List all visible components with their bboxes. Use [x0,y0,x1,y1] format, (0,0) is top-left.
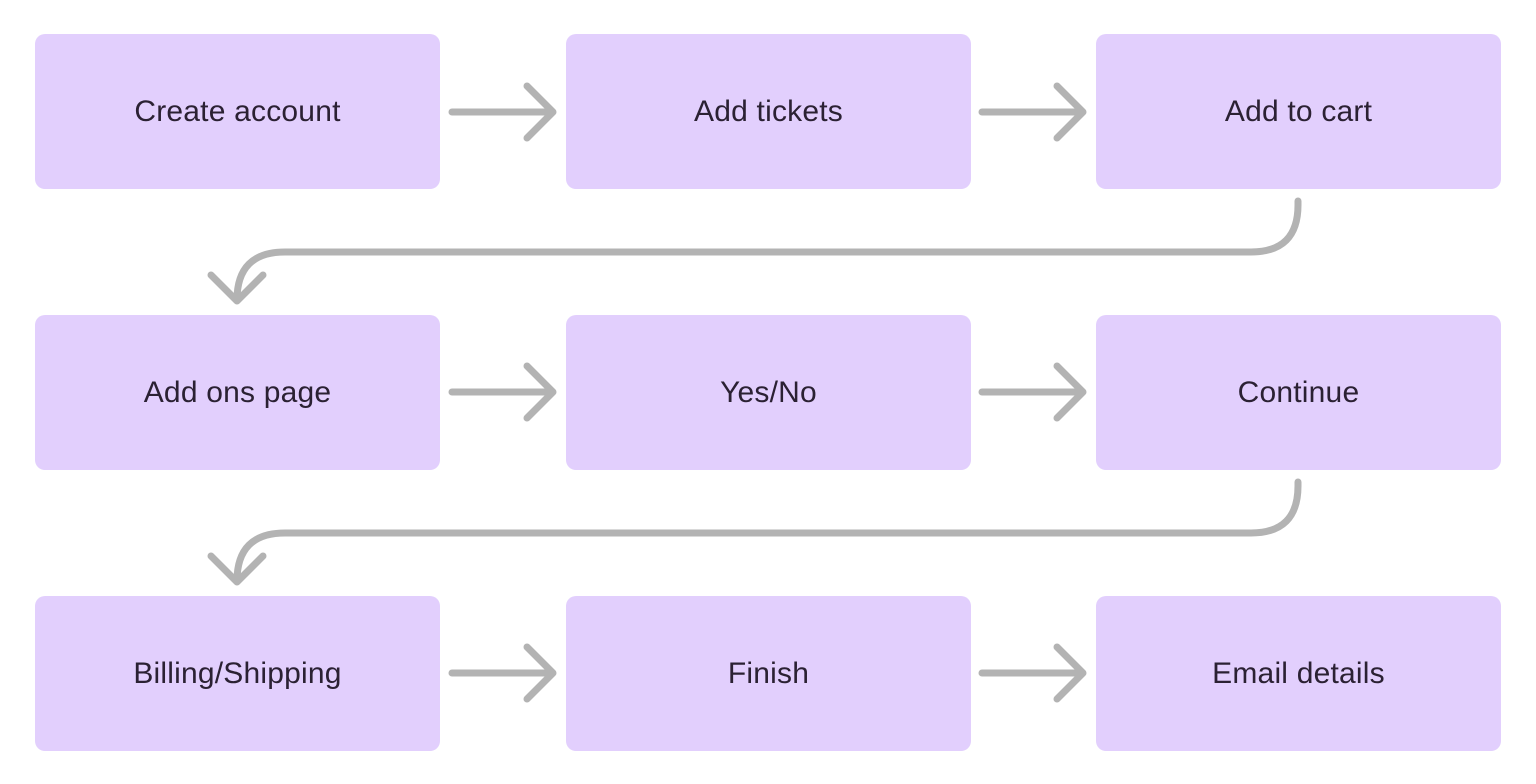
arrow-right-icon [448,643,557,703]
node-label: Add to cart [1224,94,1373,128]
node-billing-shipping: Billing/Shipping [35,596,440,751]
node-add-to-cart: Add to cart [1096,34,1501,189]
arrow-right-icon [978,362,1087,422]
node-create-account: Create account [35,34,440,189]
node-label: Add tickets [694,94,843,128]
node-label: Continue [1237,375,1360,409]
arrow-right-icon [978,82,1087,142]
node-add-ons-page: Add ons page [35,315,440,470]
node-label: Yes/No [720,375,817,409]
node-label: Email details [1212,656,1385,690]
node-label: Billing/Shipping [133,656,342,690]
node-yes-no: Yes/No [566,315,971,470]
node-label: Create account [134,94,341,128]
node-email-details: Email details [1096,596,1501,751]
arrow-right-icon [448,82,557,142]
arrow-wrap-connector-icon [207,478,1302,586]
node-label: Add ons page [143,375,332,409]
node-label: Finish [727,656,810,690]
arrow-wrap-connector-icon [207,197,1302,305]
node-finish: Finish [566,596,971,751]
node-add-tickets: Add tickets [566,34,971,189]
arrow-right-icon [978,643,1087,703]
arrow-right-icon [448,362,557,422]
node-continue: Continue [1096,315,1501,470]
